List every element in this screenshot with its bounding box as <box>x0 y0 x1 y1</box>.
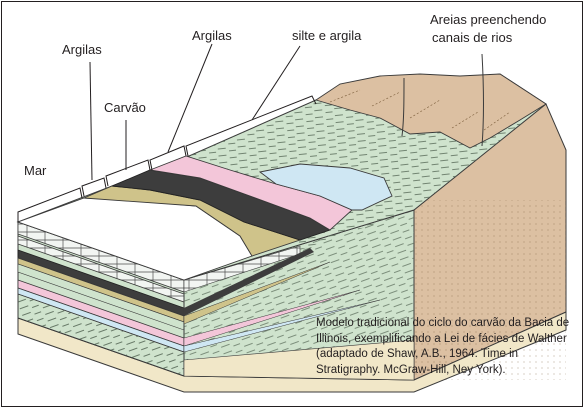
bracket-argilas-mid <box>149 145 187 171</box>
side-coal-wedge <box>184 248 314 316</box>
label-areias-line1: Areias preenchendo <box>430 12 546 27</box>
leader-silte <box>251 45 301 121</box>
bracket-argilas-left <box>81 177 107 197</box>
silt-blue-area <box>258 163 393 211</box>
bracket-mar <box>17 187 83 222</box>
leader-argilas-left <box>89 61 93 181</box>
label-argilas-left: Argilas <box>62 42 102 57</box>
label-argilas-mid: Argilas <box>192 28 232 43</box>
figure-caption: Modelo tradicional do ciclo do carvão da… <box>316 317 570 376</box>
label-silte-argila: silte e argila <box>292 28 362 43</box>
side-khaki-wedge <box>183 261 331 325</box>
sand-channel-ridge <box>314 73 547 149</box>
label-areias-line2: canais de rios <box>432 30 513 45</box>
side-sand-wedge <box>183 339 415 381</box>
bracket-carvao <box>105 159 151 187</box>
label-mar: Mar <box>24 163 47 178</box>
bracket-silte <box>185 95 317 157</box>
river-channel-2 <box>481 53 484 147</box>
river-channel-1 <box>401 77 405 137</box>
label-carvao: Carvão <box>104 100 146 115</box>
leader-argilas-mid <box>167 43 213 153</box>
side-pink-wedge <box>183 289 361 347</box>
side-blue-wedge <box>183 299 381 353</box>
